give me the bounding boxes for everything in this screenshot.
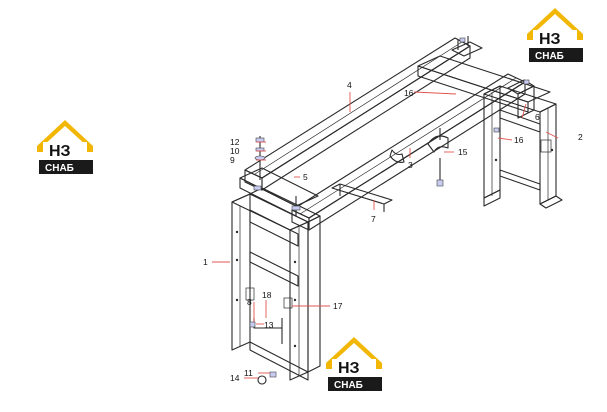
watermark-logo-top-right: НЗ СНАБ <box>527 8 583 62</box>
callout-7: 7 <box>371 214 376 224</box>
watermark-top-line: НЗ <box>49 143 71 160</box>
hook <box>389 149 405 163</box>
callout-16-top: 16 <box>404 88 414 98</box>
callouts: 1 2 3 4 5 6 7 8 9 10 11 12 13 14 15 16 1… <box>203 80 583 383</box>
callout-5: 5 <box>303 172 308 182</box>
bolt-stack <box>253 136 301 216</box>
watermark-bottom-line: СНАБ <box>535 51 564 62</box>
callout-8: 8 <box>247 297 252 307</box>
top-brackets <box>451 36 535 119</box>
callout-18: 18 <box>262 290 272 300</box>
watermark-logo-left: НЗ СНАБ <box>37 120 93 174</box>
clamp <box>427 128 449 187</box>
callout-3: 3 <box>408 160 413 170</box>
callout-11: 11 <box>244 368 253 378</box>
callout-15: 15 <box>458 147 468 157</box>
callout-1: 1 <box>203 257 208 267</box>
watermark-top-line: НЗ <box>338 360 360 377</box>
callout-9: 9 <box>230 155 235 165</box>
callout-6: 6 <box>535 112 540 122</box>
callout-4: 4 <box>347 80 352 90</box>
watermark-logo-bottom: НЗ СНАБ <box>326 337 382 391</box>
watermark-bottom-line: СНАБ <box>45 163 74 174</box>
watermark-bottom-line: СНАБ <box>334 380 363 391</box>
bolt-rear-c <box>523 79 530 85</box>
callout-16-rear: 16 <box>514 135 524 145</box>
callout-17: 17 <box>333 301 343 311</box>
front-frame <box>231 187 321 381</box>
bolt-rear-a <box>459 37 466 43</box>
callout-13: 13 <box>264 320 274 330</box>
callout-12: 12 <box>230 137 240 147</box>
bolt-13 <box>249 321 256 328</box>
frame-drawing <box>231 36 563 385</box>
lower-bracket <box>331 183 393 212</box>
callout-2: 2 <box>578 132 583 142</box>
beam-upper <box>244 37 471 191</box>
bolt-rear-b <box>493 127 500 133</box>
callout-14: 14 <box>230 373 240 383</box>
watermark-top-line: НЗ <box>539 31 561 48</box>
knob <box>257 371 277 385</box>
callout-10: 10 <box>230 146 240 156</box>
rear-frame <box>483 85 563 209</box>
leader-lines <box>212 91 559 379</box>
